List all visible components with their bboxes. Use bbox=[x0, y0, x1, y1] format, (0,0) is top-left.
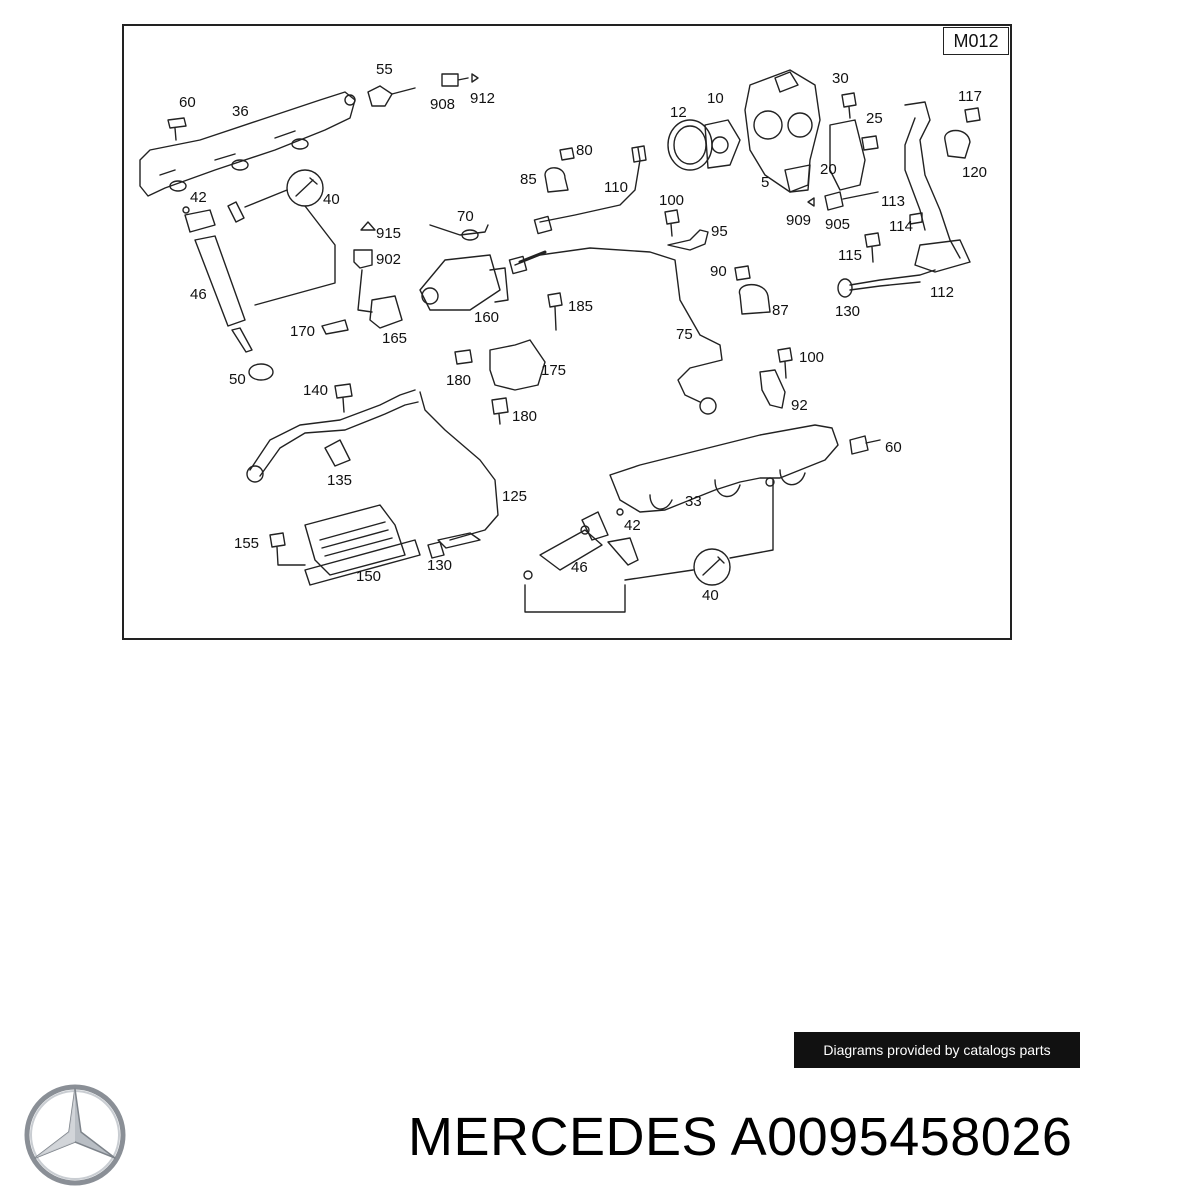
callout-label: 165 bbox=[382, 330, 408, 347]
callout-label: 100 bbox=[659, 192, 685, 209]
callout-label: 135 bbox=[327, 472, 353, 489]
fuel-rail-upper bbox=[139, 91, 356, 197]
bracket-92 bbox=[759, 347, 793, 409]
pressure-sensor-55 bbox=[367, 73, 479, 107]
callout-label: 160 bbox=[474, 309, 500, 326]
clamp-85 bbox=[544, 147, 575, 193]
callout-label: 25 bbox=[866, 110, 883, 127]
callout-label: 50 bbox=[229, 371, 246, 388]
callout-label: 114 bbox=[889, 218, 913, 235]
bolt-60-upper bbox=[167, 117, 187, 141]
wrench-icon-upper bbox=[244, 169, 336, 306]
callout-label: 110 bbox=[604, 179, 628, 196]
callout-label: 905 bbox=[825, 216, 851, 233]
wrench-icon-lower bbox=[524, 479, 774, 613]
callout-label: 92 bbox=[791, 397, 808, 414]
callout-label: 117 bbox=[958, 88, 982, 105]
bracket-175 bbox=[454, 292, 563, 425]
callout-label: 36 bbox=[232, 103, 249, 120]
callout-label: 87 bbox=[772, 302, 789, 319]
callout-label: 140 bbox=[303, 382, 329, 399]
callout-label: 909 bbox=[786, 212, 812, 229]
return-line-112 bbox=[837, 101, 981, 298]
callout-label: 90 bbox=[710, 263, 727, 280]
callout-label: 40 bbox=[323, 191, 340, 208]
injector-46-upper bbox=[182, 201, 274, 381]
callout-label: 180 bbox=[512, 408, 538, 425]
callout-label: 912 bbox=[470, 90, 496, 107]
callout-label: 70 bbox=[457, 208, 474, 225]
mercedes-star-icon bbox=[24, 1084, 126, 1186]
callout-label: 155 bbox=[234, 535, 260, 552]
valve-165 bbox=[321, 221, 403, 335]
high-pressure-pump-5 bbox=[667, 69, 821, 193]
callout-label: 130 bbox=[835, 303, 861, 320]
callout-label: 130 bbox=[427, 557, 453, 574]
callout-label: 46 bbox=[571, 559, 588, 576]
callout-label: 100 bbox=[799, 349, 825, 366]
oil-cooler-150 bbox=[269, 504, 445, 586]
callout-label: 85 bbox=[520, 171, 537, 188]
coolant-hose-135 bbox=[246, 383, 419, 483]
callout-label: 185 bbox=[568, 298, 594, 315]
fuel-rail-lower bbox=[609, 424, 881, 513]
callout-label: 80 bbox=[576, 142, 593, 159]
credit-banner: Diagrams provided by catalogs parts bbox=[794, 1032, 1080, 1068]
callout-label: 180 bbox=[446, 372, 472, 389]
callout-label: 42 bbox=[624, 517, 641, 534]
high-pressure-line-75 bbox=[508, 145, 723, 415]
callout-label: 20 bbox=[820, 161, 837, 178]
callout-label: 113 bbox=[881, 193, 905, 210]
sensor-905 bbox=[807, 191, 923, 225]
callout-label: 120 bbox=[962, 164, 988, 181]
callout-label: 5 bbox=[761, 174, 770, 191]
callout-label: 150 bbox=[356, 568, 382, 585]
control-valve-160 bbox=[419, 224, 509, 311]
callout-label: 55 bbox=[376, 61, 393, 78]
callout-label: 10 bbox=[707, 90, 724, 107]
callout-label: 60 bbox=[179, 94, 196, 111]
injector-46-lower bbox=[523, 508, 639, 580]
parts-diagram-drawing bbox=[139, 69, 981, 613]
callout-label: 46 bbox=[190, 286, 207, 303]
callout-label: 115 bbox=[838, 247, 862, 264]
callout-label: 175 bbox=[541, 362, 567, 379]
callout-label: 170 bbox=[290, 323, 316, 340]
callout-label: 12 bbox=[670, 104, 687, 121]
callout-label: 112 bbox=[930, 284, 954, 301]
bracket-20 bbox=[829, 92, 879, 191]
clamp-87 bbox=[734, 265, 771, 315]
callout-label: 902 bbox=[376, 251, 402, 268]
bracket-95 bbox=[664, 209, 709, 251]
callout-label: 33 bbox=[685, 493, 702, 510]
callout-label: 915 bbox=[376, 225, 402, 242]
callout-label: 908 bbox=[430, 96, 456, 113]
callout-label: 125 bbox=[502, 488, 528, 505]
callout-label: 40 bbox=[702, 587, 719, 604]
line-125 bbox=[419, 391, 499, 549]
callout-label: 30 bbox=[832, 70, 849, 87]
brand-part-number: MERCEDES A0095458026 bbox=[408, 1107, 1073, 1167]
callout-label: 75 bbox=[676, 326, 693, 343]
callout-label: 42 bbox=[190, 189, 207, 206]
callout-label: 60 bbox=[885, 439, 902, 456]
callout-label: 95 bbox=[711, 223, 728, 240]
diagram-code-label: M012 bbox=[943, 27, 1009, 55]
